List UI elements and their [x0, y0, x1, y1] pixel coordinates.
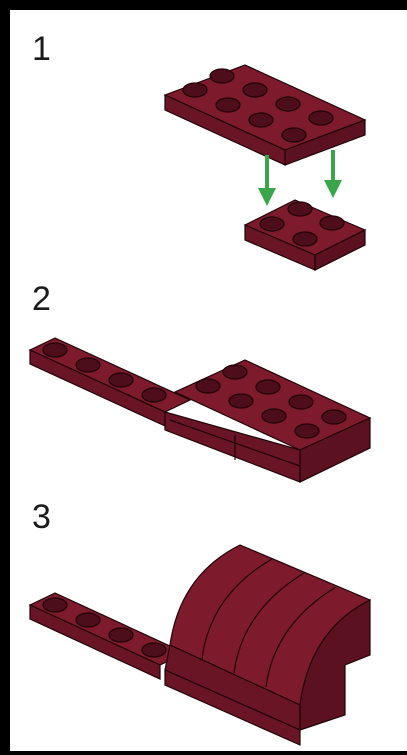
- curved-slope-brick: [30, 545, 370, 745]
- step-2-illustration: [10, 320, 407, 520]
- step-number-3: 3: [32, 500, 51, 534]
- step-3-illustration: [10, 535, 407, 755]
- step-number-2: 2: [32, 282, 51, 316]
- plate-2x8-combined: [30, 338, 370, 482]
- plate-2x2: [245, 200, 365, 270]
- step-1-illustration: [10, 10, 407, 280]
- instruction-panel: 1: [10, 10, 407, 751]
